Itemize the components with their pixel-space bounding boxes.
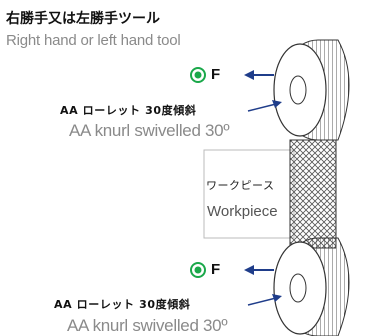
top-force-label: F xyxy=(211,66,221,83)
bottom-knurl-label-english: AA knurl swivelled 30º xyxy=(67,316,228,335)
top-knurl-roll xyxy=(273,39,350,141)
top-knurl-label-japanese: AA ローレット 30度傾斜 xyxy=(60,104,197,117)
top-force-arrow-icon xyxy=(244,70,274,80)
bottom-leader-line xyxy=(247,294,282,306)
workpiece-label-japanese: ワークピース xyxy=(206,179,275,192)
bottom-knurl-roll xyxy=(273,237,350,336)
workpiece-knurled-section xyxy=(289,139,337,249)
bottom-force-label: F xyxy=(211,261,221,278)
title-english: Right hand or left hand tool xyxy=(6,32,181,49)
top-leader-line xyxy=(247,100,282,112)
bottom-knurl-label-japanese: AA ローレット 30度傾斜 xyxy=(54,298,191,311)
workpiece-label-english: Workpiece xyxy=(207,203,278,220)
top-knurl-label-english: AA knurl swivelled 30º xyxy=(69,121,230,140)
title-japanese: 右勝手又は左勝手ツール xyxy=(6,11,160,27)
top-force-indicator-icon xyxy=(190,67,206,83)
bottom-force-indicator-icon xyxy=(190,262,206,278)
workpiece-box xyxy=(203,149,295,239)
bottom-force-arrow-icon xyxy=(244,265,274,275)
